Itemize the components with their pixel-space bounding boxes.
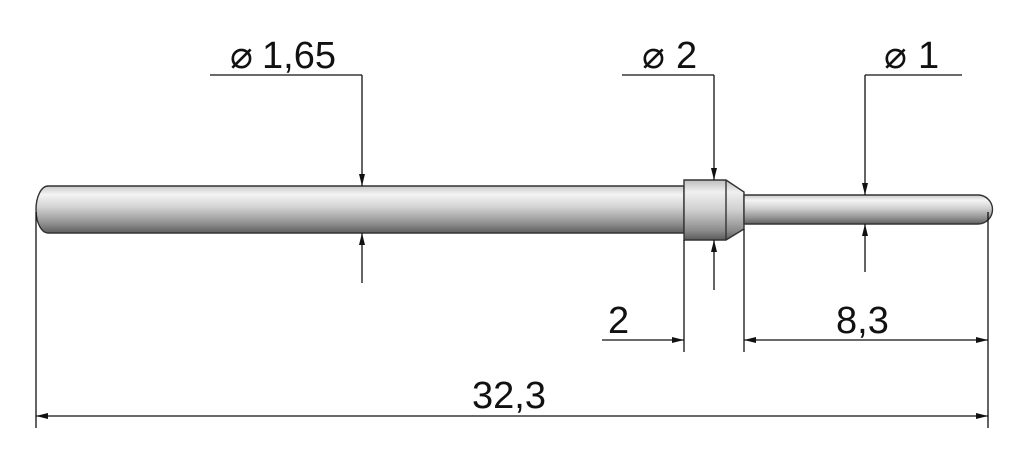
dim-diameter-collar: ⌀ 2 [622,35,717,290]
dim-diameter-collar-label: 2 [676,35,697,77]
dim-diameter-shaft-label: 1,65 [262,35,336,77]
dim-diameter-tip-symbol: ⌀ [884,35,907,77]
dim-length-tip-label: 8,3 [836,300,889,342]
dim-length-tip: 8,3 [744,300,988,343]
dim-diameter-collar-symbol: ⌀ [642,35,665,77]
dim-length-collar-label: 2 [608,300,629,342]
dim-diameter-shaft-symbol: ⌀ [230,35,253,77]
dim-length-total: 32,3 [36,375,988,419]
extension-lines [35,212,989,428]
pin-body [35,179,994,241]
pin-tip [743,194,994,225]
dim-diameter-shaft: ⌀ 1,65 [210,35,365,283]
pin-collar [683,179,745,241]
dim-length-collar: 2 [602,300,684,343]
dim-length-total-label: 32,3 [472,375,546,417]
pin-shaft [35,185,685,234]
dim-diameter-tip: ⌀ 1 [862,35,962,272]
dim-diameter-tip-label: 1 [918,35,939,77]
